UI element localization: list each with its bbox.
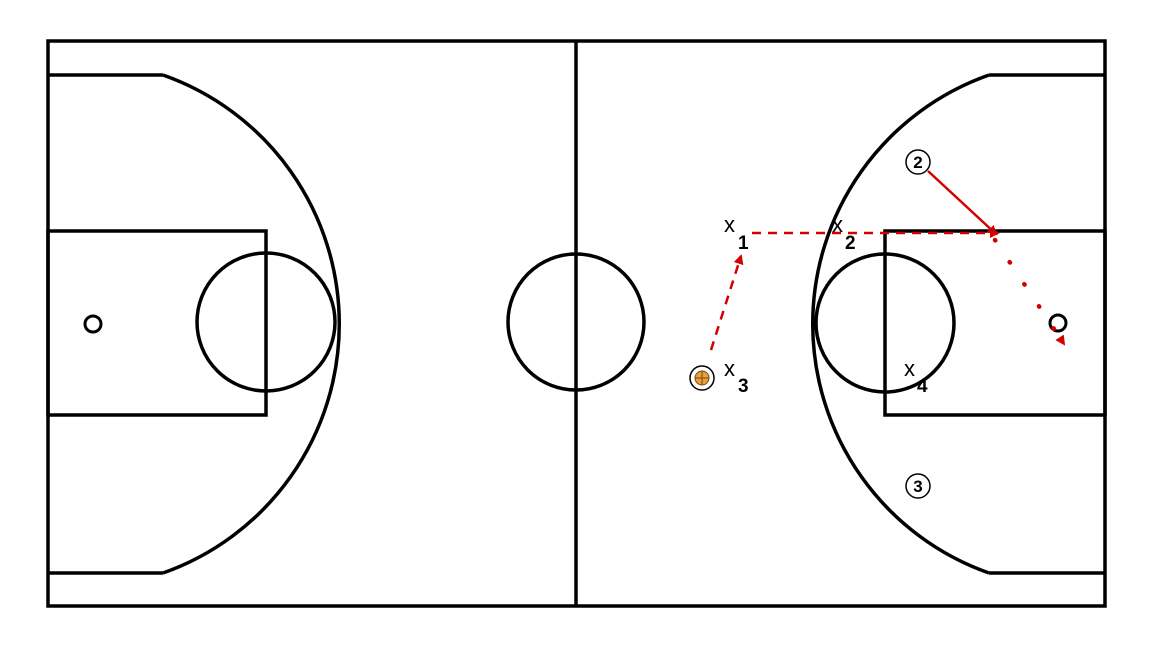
dribble-to-basket <box>992 237 1067 347</box>
defender-x4: x 4 <box>904 356 928 397</box>
defender-mark: x <box>832 212 843 237</box>
left-three-point-arc <box>162 73 341 575</box>
attacker-circle <box>905 149 931 175</box>
defender-x1: x 1 <box>724 212 749 254</box>
defender-x3: x 3 <box>724 356 749 397</box>
attacker-number: 2 <box>913 153 922 172</box>
attacker-circle <box>905 473 931 499</box>
left-free-throw-circle <box>195 251 337 393</box>
center-circle <box>506 252 646 392</box>
right-free-throw-circle <box>814 252 956 394</box>
left-half <box>46 73 341 575</box>
defender-x2: x 2 <box>832 212 856 254</box>
attacker-3: 3 <box>905 473 931 499</box>
movements <box>709 170 1067 351</box>
left-key <box>46 229 268 417</box>
left-hoop-icon <box>83 314 103 334</box>
defender-number: 1 <box>738 233 749 254</box>
court <box>46 39 1107 608</box>
basketball-icon <box>689 365 715 391</box>
right-three-point-arc <box>811 73 990 575</box>
screen-move-2 <box>927 170 998 236</box>
attacker-number: 3 <box>913 477 922 496</box>
defender-number: 2 <box>845 233 856 254</box>
defender-number: 4 <box>917 376 928 397</box>
defender-number: 3 <box>738 376 749 397</box>
cut-x3-to-x1 <box>709 254 744 351</box>
right-hoop-icon <box>1048 313 1068 333</box>
defender-mark: x <box>904 356 915 381</box>
attacker-2: 2 <box>905 149 931 175</box>
defender-mark: x <box>724 212 735 237</box>
right-half <box>811 73 1107 575</box>
defender-mark: x <box>724 356 735 381</box>
